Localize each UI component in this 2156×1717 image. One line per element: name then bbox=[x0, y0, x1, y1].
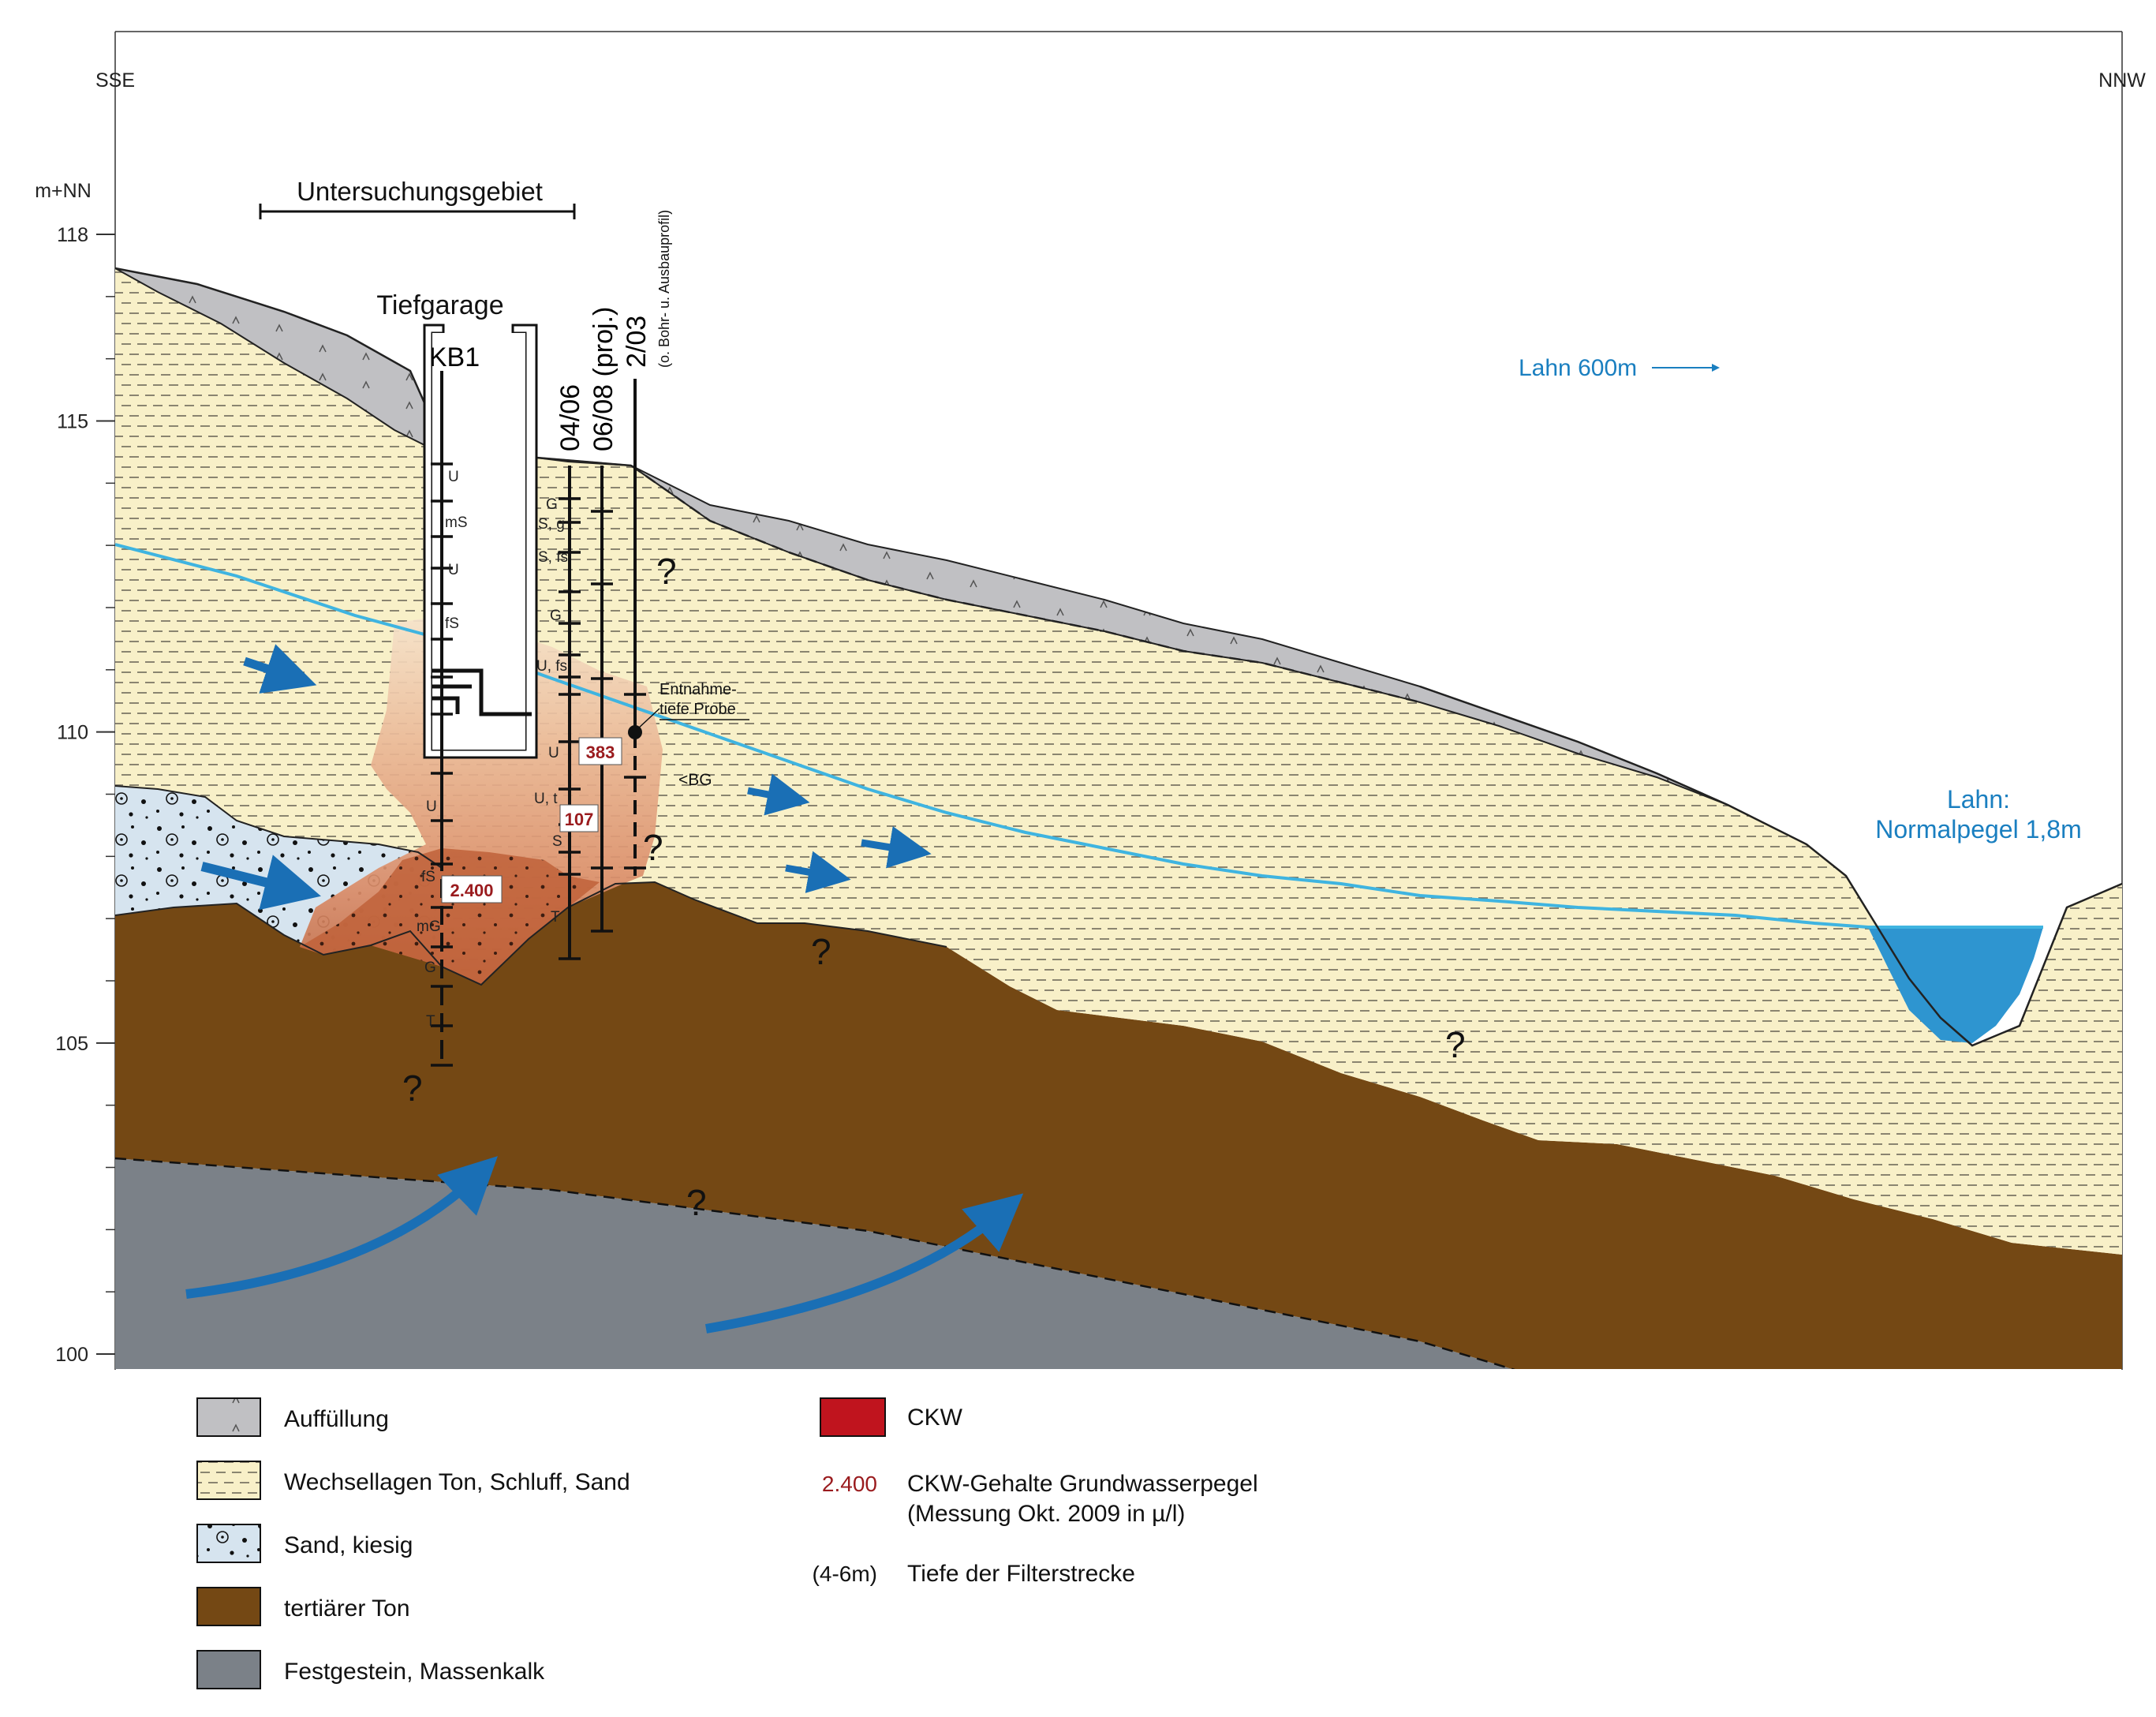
axis-unit-label: m+NN bbox=[35, 180, 92, 202]
legend-swatch-fill bbox=[196, 1397, 261, 1437]
lithology-labels: UmS UfS UfS mG G T G S, g S, fs G U, fs U U, t S T bbox=[417, 469, 568, 1030]
lithology-label-0406: G bbox=[550, 608, 562, 624]
lithology-label-0406: G bbox=[546, 496, 558, 513]
legend-label-rock: Festgestein, Massenkalk bbox=[284, 1659, 545, 1685]
borehole-name-kb1: KB1 bbox=[429, 342, 480, 372]
sand-top-outline bbox=[115, 785, 443, 869]
flow-arrow-1 bbox=[243, 644, 317, 694]
legend-right: CKW 2.400 CKW-Gehalte Grundwasserpegel (… bbox=[813, 1397, 1258, 1587]
legend-swatch-rock bbox=[196, 1650, 261, 1689]
garage-label: Tiefgarage bbox=[376, 290, 503, 320]
legend-label-ckw: CKW bbox=[907, 1405, 963, 1431]
elevation-axis: 118 115 110 105 100 bbox=[55, 224, 115, 1366]
question-mark-6: ? bbox=[686, 1182, 707, 1223]
legend-label-sand: Sand, kiesig bbox=[284, 1532, 413, 1558]
lithology-label-kb1: U bbox=[448, 562, 459, 578]
stratum-interbedded bbox=[115, 268, 2122, 1255]
legend-label-ckw-level: CKW-Gehalte Grundwasserpegel bbox=[907, 1471, 1258, 1497]
strata-group bbox=[115, 267, 2122, 1369]
legend-swatch-interbedded bbox=[196, 1461, 261, 1500]
concentration-labels: 2.400 383 107 bbox=[441, 737, 622, 903]
lithology-label-kb1: U bbox=[448, 469, 459, 485]
axis-tick-label: 105 bbox=[55, 1033, 88, 1055]
lithology-label-kb1: fS bbox=[445, 615, 459, 632]
lithology-label-0406: U, fs bbox=[536, 658, 567, 675]
legend-label-interbedded: Wechsellagen Ton, Schluff, Sand bbox=[284, 1469, 630, 1495]
legend-label-filter: Tiefe der Filterstrecke bbox=[907, 1561, 1135, 1587]
lithology-label-kb1: mG bbox=[417, 918, 441, 935]
flow-arrow-2 bbox=[200, 855, 321, 911]
borehole-ticks bbox=[431, 462, 646, 1067]
lithology-label-kb1: mS bbox=[445, 514, 468, 531]
contamination-core-dots bbox=[300, 848, 600, 985]
borehole-name-0608: 06/08 (proj.) bbox=[589, 307, 618, 451]
below-detection-label: <BG bbox=[678, 771, 712, 789]
flow-arrows bbox=[185, 644, 1024, 1334]
conc-kb1: 2.400 bbox=[450, 881, 493, 900]
lithology-label-0406: S bbox=[552, 833, 562, 850]
axis-tick-label: 115 bbox=[57, 411, 88, 433]
borehole-note-203: (o. Bohr- u. Ausbauprofil) bbox=[656, 210, 672, 368]
axis-tick-label: 100 bbox=[55, 1344, 88, 1366]
direction-right: NNW bbox=[2098, 69, 2146, 92]
sample-label-1: Entnahme- bbox=[660, 681, 737, 698]
legend-symbol-ckw-level: 2.400 bbox=[822, 1472, 877, 1496]
flow-arrow-curved-2 bbox=[704, 1193, 1024, 1334]
axis-tick-label: 110 bbox=[57, 722, 88, 744]
study-area-label: Untersuchungsgebiet bbox=[297, 177, 543, 206]
lahn-distance-annotation: Lahn 600m bbox=[1519, 355, 1720, 381]
legend-label-clay: tertiärer Ton bbox=[284, 1595, 410, 1622]
lithology-label-0406: U, t bbox=[534, 791, 558, 807]
flow-arrow-5 bbox=[785, 851, 851, 893]
question-mark-2: ? bbox=[643, 827, 663, 868]
flow-arrow-3 bbox=[747, 773, 810, 816]
lahn-water-label-1: Lahn: bbox=[1947, 785, 2010, 814]
clay-top-outline bbox=[115, 881, 947, 986]
stratum-clay bbox=[115, 882, 2122, 1369]
fill-lower-boundary-dashed bbox=[630, 464, 1421, 704]
lithology-label-kb1: G bbox=[424, 960, 436, 976]
lahn-water-label-2: Normalpegel 1,8m bbox=[1875, 815, 2081, 844]
lithology-label-kb1: U bbox=[426, 799, 437, 815]
question-mark-4: ? bbox=[811, 931, 831, 972]
lithology-label-0406: U bbox=[548, 745, 559, 761]
legend-swatch-clay bbox=[196, 1587, 261, 1626]
surface-outline bbox=[115, 267, 2122, 1047]
lithology-label-0406: S, g bbox=[538, 516, 565, 533]
sample-leader bbox=[637, 708, 660, 730]
legend-symbol-filter: (4-6m) bbox=[813, 1562, 877, 1586]
question-mark-5: ? bbox=[1445, 1024, 1466, 1065]
question-mark-1: ? bbox=[656, 551, 677, 592]
lithology-label-kb1: T bbox=[426, 1013, 435, 1030]
legend-swatch-sand bbox=[196, 1524, 261, 1563]
flow-arrow-curved-1 bbox=[185, 1156, 498, 1299]
legend-label-fill: Auffüllung bbox=[284, 1406, 389, 1432]
legend-label-ckw-level-2: (Messung Okt. 2009 in µ/l) bbox=[907, 1501, 1185, 1527]
flow-arrow-4 bbox=[861, 826, 932, 869]
lithology-label-0406: T bbox=[551, 909, 560, 926]
direction-left: SSE bbox=[95, 69, 135, 92]
sample-label-2: tiefe Probe bbox=[660, 701, 736, 718]
lahn-distance-label: Lahn 600m bbox=[1519, 355, 1637, 381]
conc-0406-upper: 383 bbox=[586, 743, 615, 762]
axis-tick-label: 118 bbox=[57, 224, 88, 246]
borehole-name-0406: 04/06 bbox=[555, 384, 585, 451]
legend-swatch-ckw bbox=[820, 1397, 886, 1437]
uncertainty-marks: ? ? ? ? ? ? bbox=[402, 551, 1466, 1223]
lithology-label-kb1: fS bbox=[421, 869, 435, 885]
study-area-bracket bbox=[259, 204, 576, 219]
borehole-name-203: 2/03 bbox=[622, 316, 652, 368]
garage-structure bbox=[423, 324, 538, 759]
conc-0406-lower: 107 bbox=[565, 810, 594, 829]
lithology-label-0406: S, fs bbox=[538, 549, 568, 566]
question-mark-3: ? bbox=[402, 1068, 423, 1109]
lahn-water bbox=[1868, 927, 2043, 1043]
